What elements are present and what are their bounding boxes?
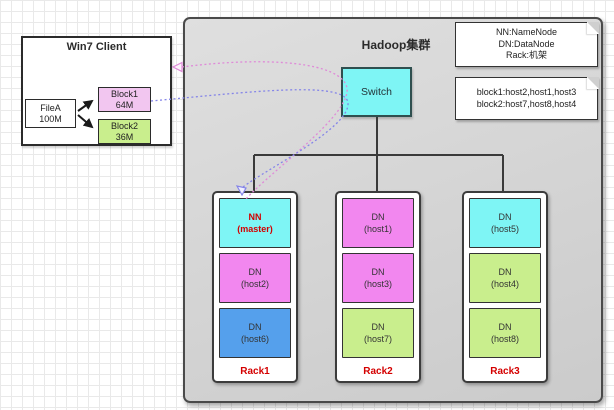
node-label: DN [248, 267, 262, 277]
legend-note-abbreviations: NN:NameNode DN:DataNode Rack:机架 [455, 21, 599, 67]
block2-box: Block2 36M [98, 119, 151, 144]
rack1-label: Rack1 [240, 366, 270, 377]
rack-3: DN (host5) DN (host4) DN (host8) Rack3 [462, 191, 548, 383]
node-dn-host5: DN (host5) [469, 198, 541, 248]
block1-name: Block1 [110, 88, 138, 99]
node-label: DN [371, 322, 385, 332]
rack2-label: Rack2 [363, 366, 393, 377]
note-fold-corner [586, 76, 599, 89]
node-dn-host4: DN (host4) [469, 253, 541, 303]
filea-box: FileA 100M [25, 99, 76, 128]
node-dn-host2: DN (host2) [219, 253, 291, 303]
block2-size: 36M [115, 131, 134, 142]
cluster-title: Hadoop集群 [361, 38, 431, 52]
block2-name: Block2 [110, 120, 138, 131]
node-sublabel: (host7) [363, 334, 392, 344]
rack3-label: Rack3 [490, 366, 520, 377]
flow-pink-arrowhead [171, 61, 183, 73]
rack-2: DN (host1) DN (host3) DN (host7) Rack2 [335, 191, 421, 383]
node-label: NN [248, 212, 262, 222]
node-sublabel: (host6) [240, 334, 269, 344]
node-label: DN [498, 322, 512, 332]
node-sublabel: (host5) [490, 224, 519, 234]
node-sublabel: (host8) [490, 334, 519, 344]
node-dn-host1: DN (host1) [342, 198, 414, 248]
node-label: DN [371, 212, 385, 222]
node-dn-host7: DN (host7) [342, 308, 414, 358]
node-label: DN [498, 212, 512, 222]
block1-box: Block1 64M [98, 87, 151, 112]
client-title: Win7 Client [66, 41, 127, 53]
filea-name: FileA [40, 102, 61, 113]
rack-1: NN (master) DN (host2) DN (host6) Rack1 [212, 191, 298, 383]
legend-line: Rack:机架 [505, 50, 547, 61]
node-nn-master: NN (master) [219, 198, 291, 248]
node-sublabel: (host3) [363, 279, 392, 289]
legend-note-block-placement: block1:host2,host1,host3 block2:host7,ho… [455, 76, 599, 120]
node-sublabel: (host4) [490, 279, 519, 289]
switch-box: Switch [341, 67, 412, 117]
legend-line: block2:host7,host8,host4 [476, 98, 577, 109]
legend-line: NN:NameNode [495, 27, 558, 38]
legend-line: block1:host2,host1,host3 [476, 87, 577, 97]
node-sublabel: (host2) [240, 279, 269, 289]
block1-size: 64M [115, 99, 134, 110]
node-dn-host3: DN (host3) [342, 253, 414, 303]
filea-size: 100M [39, 113, 62, 124]
node-label: DN [371, 267, 385, 277]
legend-line: DN:DataNode [498, 38, 555, 49]
note-fold-corner [586, 21, 599, 34]
switch-label: Switch [361, 86, 392, 98]
node-label: DN [498, 267, 512, 277]
node-sublabel: (master) [237, 224, 273, 234]
node-sublabel: (host1) [363, 224, 392, 234]
node-dn-host6: DN (host6) [219, 308, 291, 358]
node-dn-host8: DN (host8) [469, 308, 541, 358]
node-label: DN [248, 322, 262, 332]
